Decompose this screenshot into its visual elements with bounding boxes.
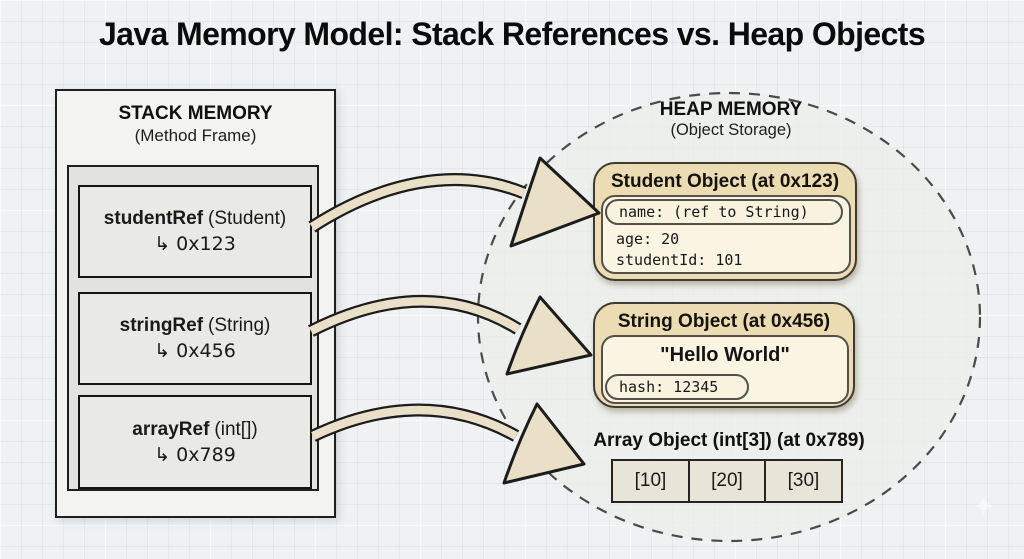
string-hash-pill: hash: 12345: [605, 374, 749, 400]
ref-type: (Student): [208, 208, 287, 229]
ref-type: (int[]): [214, 418, 258, 440]
heap-memory-subtitle: (Object Storage): [670, 121, 792, 139]
sparkle-watermark: ✦: [972, 491, 996, 522]
string-value: "Hello World": [660, 344, 790, 366]
student-object-title: Student Object (at 0x123): [610, 171, 840, 192]
reference-arrow-string: [308, 294, 593, 376]
ref-slot-studentref: studentRef(Student) ↳ 0x123: [78, 185, 312, 278]
stack-memory-subtitle: (Method Frame): [134, 126, 257, 145]
ref-pointer: ↳ 0x123: [154, 233, 236, 255]
array-cells: [10] [20] [30]: [611, 459, 843, 503]
student-object-box: Student Object (at 0x123) name: (ref to …: [593, 162, 857, 281]
student-object-panel: name: (ref to String) age: 20 studentId:…: [601, 195, 851, 274]
stack-memory-frame: STACK MEMORY (Method Frame) studentRef(S…: [55, 89, 336, 518]
ref-pointer: ↳ 0x456: [154, 340, 236, 362]
ref-slot-arrayref: arrayRef(int[]) ↳ 0x789: [78, 395, 312, 489]
string-object-panel: "Hello World" hash: 12345: [601, 335, 849, 404]
array-cell: [30]: [764, 459, 843, 503]
ref-slot-stringref: stringRef(String) ↳ 0x456: [78, 292, 312, 385]
ref-name: studentRef: [103, 208, 204, 229]
string-object-box: String Object (at 0x456) "Hello World" h…: [593, 302, 855, 408]
ref-label: stringRef(String): [120, 315, 271, 337]
ref-type: (String): [208, 315, 271, 336]
ref-label: studentRef(Student): [104, 208, 286, 230]
student-id-field: studentId: 101: [616, 251, 743, 269]
student-name-field-pill: name: (ref to String): [605, 199, 843, 225]
ref-pointer: ↳ 0x789: [154, 443, 236, 466]
string-object-title: String Object (at 0x456): [617, 311, 831, 332]
array-object-title: Array Object (int[3]) (at 0x789): [593, 430, 865, 451]
stack-memory-title: STACK MEMORY: [118, 103, 273, 124]
ref-name: stringRef: [119, 315, 204, 336]
array-cell: [20]: [687, 459, 767, 503]
page-title: Java Memory Model: Stack References vs. …: [98, 16, 926, 52]
ref-name: arrayRef: [132, 418, 210, 440]
reference-arrow-array: [310, 402, 586, 485]
student-age-field: age: 20: [616, 230, 680, 248]
heap-memory-title: HEAP MEMORY: [659, 99, 803, 120]
array-cell: [10]: [611, 459, 690, 503]
ref-label: arrayRef(int[]): [132, 419, 257, 441]
reference-arrow-student: [308, 156, 601, 248]
stack-slots-frame: studentRef(Student) ↳ 0x123 stringRef(St…: [67, 165, 319, 491]
